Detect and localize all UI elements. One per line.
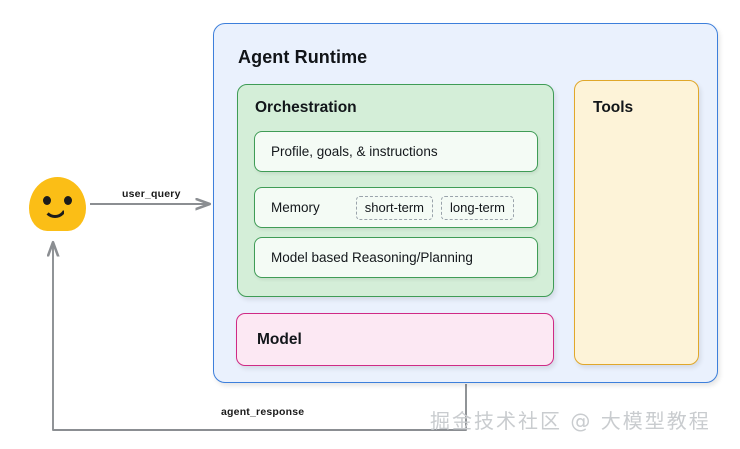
orchestration-row-reasoning: Model based Reasoning/Planning (254, 237, 538, 278)
user-query-label: user_query (122, 188, 181, 200)
emoji-right-eye (64, 196, 72, 205)
memory-badges: short-term long-term (355, 195, 514, 220)
emoji-smile-mouth (43, 205, 67, 218)
badge-short-term: short-term (355, 195, 433, 220)
orchestration-row-memory: Memory short-term long-term (254, 187, 538, 228)
model-label: Model (257, 330, 302, 348)
orchestration-row-reasoning-label: Model based Reasoning/Planning (271, 250, 473, 265)
tools-label: Tools (593, 99, 634, 116)
agent-response-label: agent_response (221, 406, 305, 418)
user-smiley-face-icon (29, 177, 86, 231)
orchestration-title: Orchestration (255, 99, 357, 116)
orchestration-container: Orchestration Profile, goals, & instruct… (237, 84, 554, 297)
orchestration-row-profile: Profile, goals, & instructions (254, 131, 538, 172)
model-container: Model (236, 313, 554, 366)
emoji-face-shape (29, 177, 86, 231)
watermark-text: 掘金技术社区 @ 大模型教程 (430, 409, 711, 433)
emoji-left-eye (43, 196, 51, 205)
orchestration-row-profile-label: Profile, goals, & instructions (271, 144, 438, 159)
orchestration-row-memory-label: Memory (271, 200, 320, 215)
agent-runtime-title: Agent Runtime (238, 47, 368, 67)
badge-long-term: long-term (441, 195, 514, 220)
tools-container: Tools (574, 80, 699, 365)
